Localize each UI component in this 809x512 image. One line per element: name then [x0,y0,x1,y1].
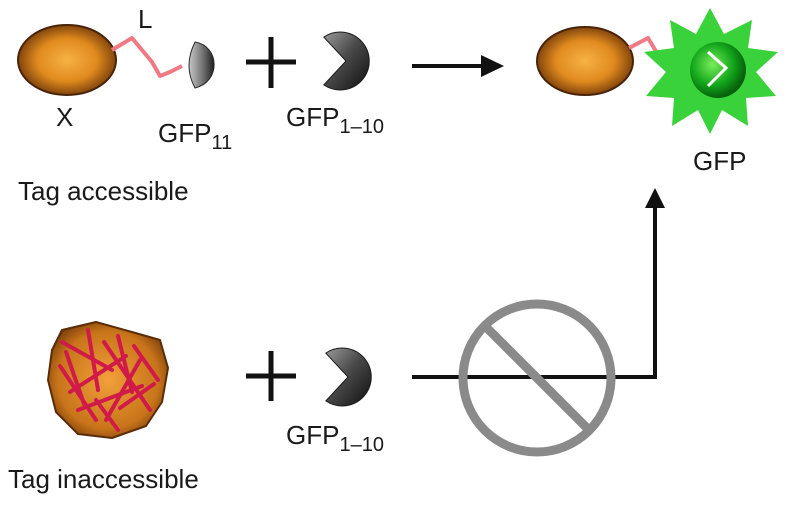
label-x: X [56,102,74,132]
label-gfp11-sub: 11 [211,132,233,154]
label-gfp1-10-bottom-main: GFP [286,420,340,450]
label-gfp1-10-bottom: GFP1–10 [286,420,384,455]
plus-icon-bottom [246,351,296,401]
label-tag-inaccessible: Tag inaccessible [8,464,199,494]
plus-icon [246,37,296,88]
gfp1-10-fragment-top [323,31,370,91]
aggregate-fibers [58,328,160,432]
protein-x-blob [17,24,117,96]
linker-l [110,36,183,78]
label-gfp1-10-top: GFP1–10 [286,102,384,137]
gfp1-10-fragment-bottom [325,347,372,407]
label-gfp1-10-top-main: GFP [286,102,340,132]
label-gfp1-10-bottom-sub: 1–10 [339,434,384,456]
protein-x-blob-product [536,26,634,96]
arrow-right-icon [412,55,504,77]
label-gfp1-10-top-sub: 1–10 [339,116,384,138]
arrow-up-icon [645,188,665,378]
label-tag-accessible: Tag accessible [18,176,189,206]
gfp11-fragment [188,41,215,89]
gfp-barrel-core [690,42,746,98]
aggregate-blob [47,321,169,439]
gfp-strand [706,50,729,88]
label-l: L [138,4,153,34]
prohibited-icon [458,299,616,457]
label-gfp: GFP [693,146,747,176]
label-gfp11: GFP11 [158,118,232,153]
label-gfp11-main: GFP [158,118,212,148]
